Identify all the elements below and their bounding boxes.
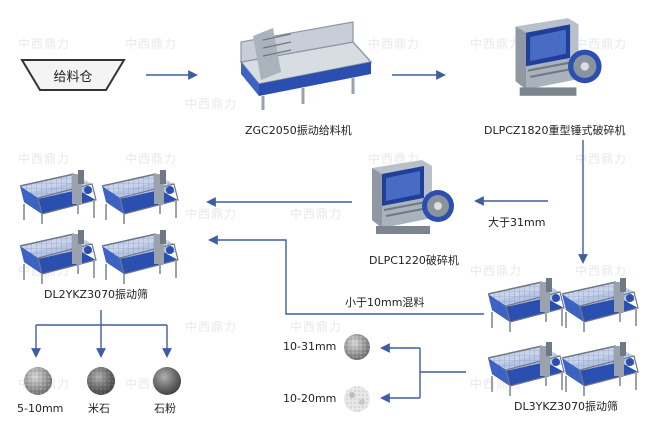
product-label-5-10: 5-10mm [17, 402, 64, 415]
vibrating-screen-right-group [487, 277, 639, 397]
watermark: 中西鼎力 [368, 37, 421, 51]
watermark: 中西鼎力 [575, 264, 628, 278]
product-stone-mishi [87, 367, 115, 395]
product-stone-10-31 [344, 334, 370, 360]
watermark: 中西鼎力 [575, 152, 628, 166]
watermark: 中西鼎力 [18, 152, 71, 166]
watermark: 中西鼎力 [185, 320, 238, 334]
watermark: 中西鼎力 [185, 97, 238, 111]
watermark: 中西鼎力 [368, 152, 421, 166]
watermark: 中西鼎力 [125, 152, 178, 166]
product-stone-powder [153, 367, 181, 395]
edge-label-undersize-mix: 小于10mm混料 [345, 296, 425, 309]
watermark: 中西鼎力 [470, 37, 523, 51]
arrow-mix-to-left-screens [208, 235, 484, 315]
watermark: 中西鼎力 [185, 207, 238, 221]
product-stone-5-10 [24, 367, 52, 395]
vibrating-screen-left-group [19, 169, 179, 285]
product-stone-10-20 [344, 386, 370, 412]
product-label-powder: 石粉 [154, 402, 176, 415]
heavy-hammer-crusher-label: DLPCZ1820重型锤式破碎机 [484, 124, 626, 137]
watermark: 中西鼎力 [470, 264, 523, 278]
hopper [20, 59, 126, 91]
watermark: 中西鼎力 [575, 37, 628, 51]
watermark: 中西鼎力 [18, 37, 71, 51]
arrow-right-screens-split [419, 348, 466, 398]
screen-left-label: DL2YKZ3070振动筛 [44, 288, 149, 301]
watermark: 中西鼎力 [125, 37, 178, 51]
product-label-10-20: 10-20mm [283, 392, 337, 405]
watermark: 中西鼎力 [290, 207, 343, 221]
edge-label-oversize: 大于31mm [488, 216, 546, 229]
product-label-mishi: 米石 [88, 402, 110, 415]
feeder-label: ZGC2050振动给料机 [245, 124, 352, 137]
screen-right-label: DL3YKZ3070振动筛 [514, 400, 619, 413]
arrow-left-screens-split [36, 310, 167, 326]
heavy-hammer-crusher [514, 17, 603, 97]
vibrating-feeder [239, 21, 373, 110]
watermark: 中西鼎力 [290, 320, 343, 334]
crusher-label: DLPC1220破碎机 [369, 254, 459, 267]
product-label-10-31: 10-31mm [283, 340, 337, 353]
hopper-label: 给料仓 [53, 70, 93, 85]
crusher-dlpc1220 [371, 159, 455, 235]
